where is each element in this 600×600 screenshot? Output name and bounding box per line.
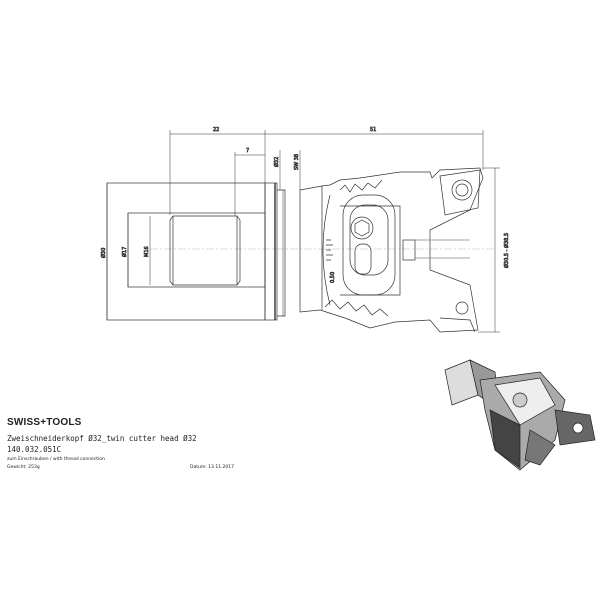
coolant-port: [402, 239, 416, 261]
render-lower-seat: [524, 429, 556, 466]
flange: [264, 182, 278, 321]
connection-note: zum Einschrauben / with thread connectio…: [7, 457, 105, 462]
adjustment-slot: [354, 243, 372, 275]
render-insert-screw: [572, 422, 584, 434]
3d-render: [444, 359, 596, 471]
article-number: 140.032.051C: [7, 445, 62, 454]
dim-range: Ø30.5 - Ø38.5: [503, 233, 510, 268]
head-face: [321, 186, 331, 310]
screw-hex-socket: [354, 219, 370, 237]
dim-body: Ø30: [100, 248, 107, 258]
dim-thread: M16: [144, 246, 150, 257]
collar: [277, 189, 286, 317]
dim-flange: Ø32: [273, 157, 280, 167]
dim-51: 51: [370, 127, 376, 133]
scale-marking: 0.50: [330, 272, 336, 283]
serration-bottom: [324, 299, 389, 317]
product-description: Zweischneiderkopf Ø32_twin cutter head Ø…: [7, 434, 197, 443]
slide-inner: [349, 204, 389, 276]
slide-outer: [342, 194, 396, 296]
dim-7: 7: [246, 148, 249, 154]
dim-sw: SW 38: [294, 154, 300, 170]
insert-screw-head: [455, 183, 469, 197]
cutting-insert: [439, 169, 481, 216]
lower-insert-seat: [439, 317, 476, 333]
serration-top: [339, 179, 383, 193]
render-serrated-face: [489, 409, 521, 469]
lower-hole: [455, 301, 469, 315]
render-screw: [512, 392, 528, 408]
thread: [169, 215, 241, 286]
scale-ticks: [326, 239, 333, 261]
slide-pocket: [340, 205, 401, 296]
coolant-channel: [415, 239, 470, 259]
weight: Gewicht: 253g: [7, 465, 40, 470]
brand-logo: SWISS+TOOLS: [7, 417, 82, 428]
dimension-lines: [106, 130, 500, 333]
dim-bore: Ø17: [121, 247, 128, 257]
insert-screw: [451, 179, 473, 201]
shank-body: [106, 182, 266, 321]
dim-22: 22: [213, 127, 219, 133]
screw: [350, 216, 374, 240]
date: Datum: 13.11.2017: [190, 465, 234, 470]
